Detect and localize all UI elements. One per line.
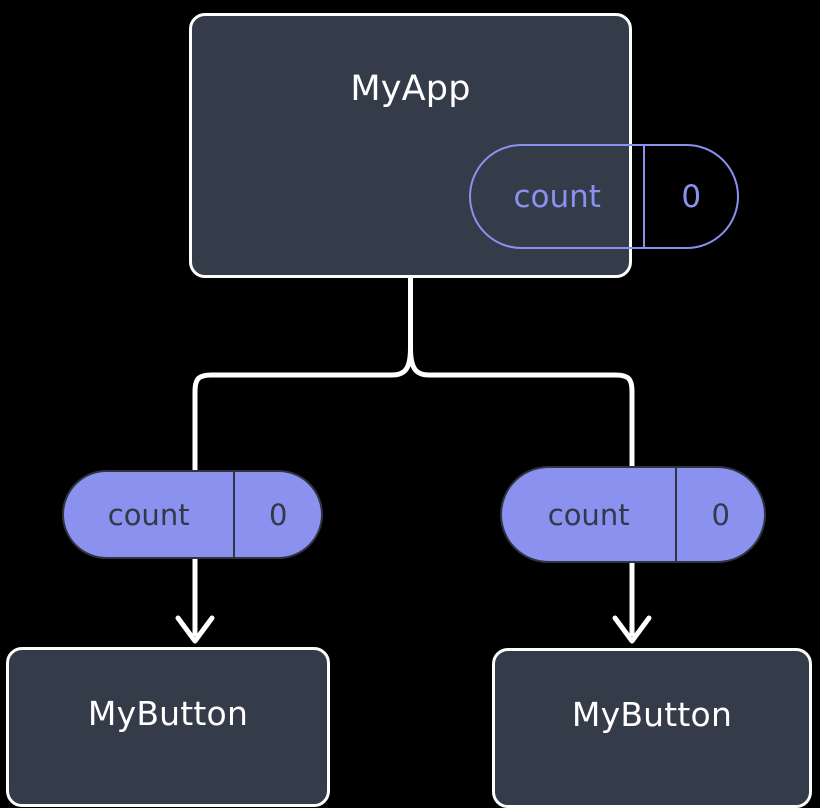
state-pill-root[interactable]: count 0 [469, 144, 739, 249]
branch-wire-left [192, 345, 413, 473]
arrow-right [612, 563, 652, 644]
state-pill-branch-right[interactable]: count 0 [500, 466, 766, 563]
state-value-branch-right: 0 [675, 468, 764, 561]
state-pill-branch-left[interactable]: count 0 [62, 470, 323, 559]
state-key-branch-right: count [547, 497, 630, 532]
arrow-left [175, 559, 215, 644]
state-key-root: count [513, 178, 601, 215]
component-card-mybutton-left[interactable]: MyButton [6, 647, 330, 807]
component-card-myapp[interactable]: MyApp count 0 [189, 13, 739, 278]
component-title-myapp: MyApp [350, 69, 471, 109]
state-key-branch-left: count [107, 497, 190, 532]
component-title-mybutton-left: MyButton [87, 694, 249, 733]
state-value-branch-left: 0 [233, 472, 321, 557]
component-card-mybutton-right[interactable]: MyButton [492, 648, 812, 808]
component-title-mybutton-right: MyButton [571, 695, 733, 734]
state-value-root: 0 [643, 146, 737, 247]
component-tree-diagram: MyApp count 0 count 0 count 0 MyButton M… [6, 13, 812, 808]
branch-wire-right [408, 345, 635, 469]
